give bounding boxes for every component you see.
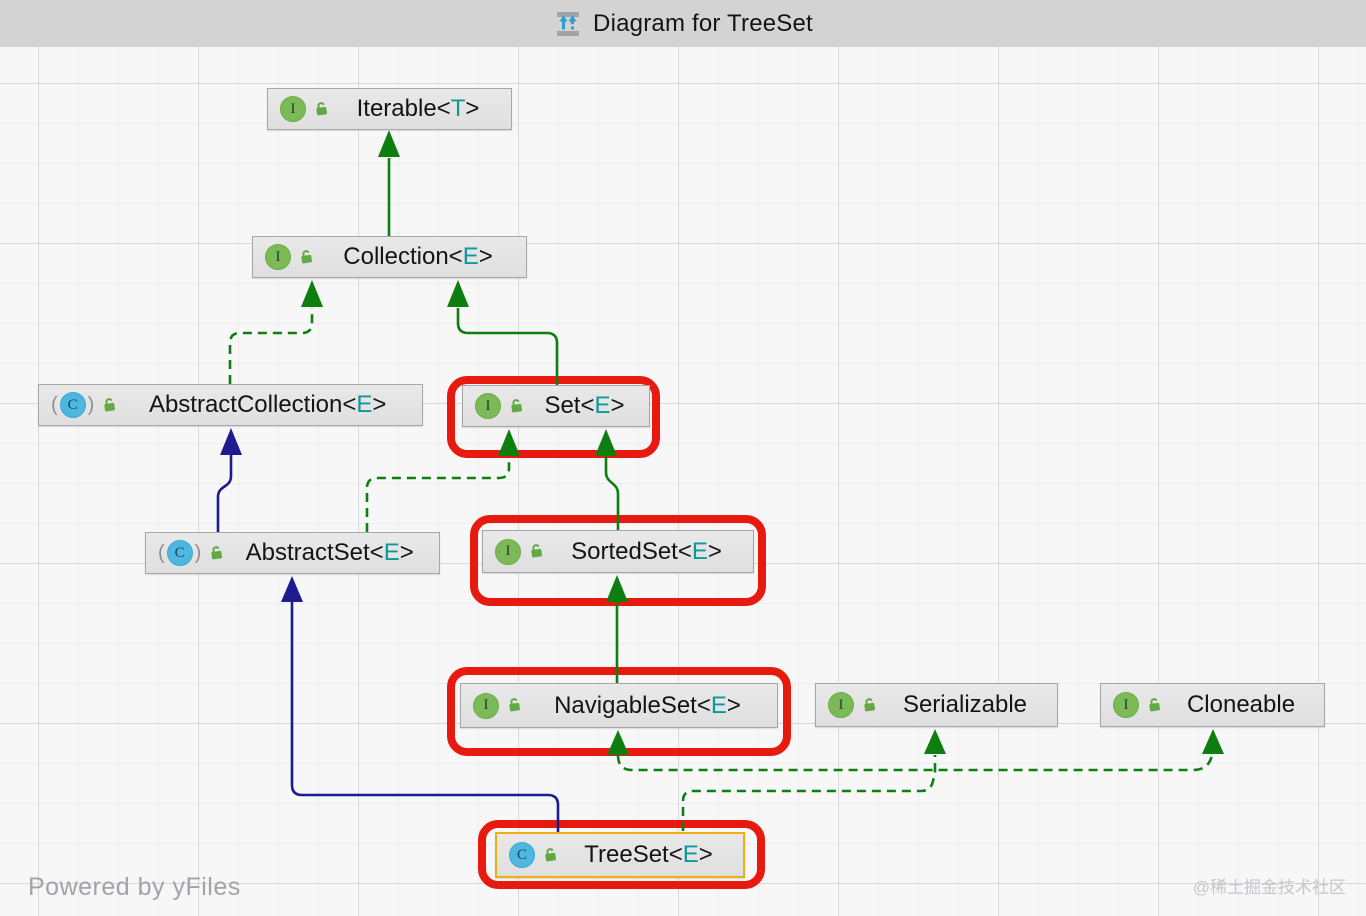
window-title: Diagram for TreeSet bbox=[593, 9, 813, 37]
node-serializable[interactable]: I Serializable bbox=[815, 683, 1058, 727]
abstract-class-icon: ) bbox=[87, 394, 95, 416]
node-label: Serializable bbox=[902, 691, 1028, 718]
node-collection[interactable]: I Collection<E> bbox=[252, 236, 527, 278]
powered-by-yfiles-watermark: Powered by yFiles bbox=[28, 873, 241, 901]
diagram-canvas[interactable] bbox=[0, 47, 1366, 916]
class-icon: C bbox=[59, 392, 86, 418]
node-set[interactable]: I Set<E> bbox=[462, 385, 650, 427]
node-sorted-set[interactable]: I SortedSet<E> bbox=[482, 530, 754, 573]
node-navigable-set[interactable]: I NavigableSet<E> bbox=[460, 683, 778, 728]
node-abstract-collection[interactable]: ( C ) AbstractCollection<E> bbox=[38, 384, 423, 426]
node-label: TreeSet<E> bbox=[584, 841, 713, 868]
title-bar: Diagram for TreeSet bbox=[0, 0, 1366, 48]
community-watermark: @稀土掘金技术社区 bbox=[1192, 878, 1346, 897]
lock-icon bbox=[301, 249, 312, 263]
lock-icon bbox=[864, 697, 875, 711]
lock-icon bbox=[545, 847, 556, 861]
node-label: SortedSet<E> bbox=[571, 537, 722, 565]
lock-icon bbox=[511, 398, 522, 412]
class-icon: C bbox=[166, 540, 193, 566]
interface-icon: I bbox=[828, 692, 854, 718]
class-icon: C bbox=[509, 842, 535, 868]
highlight-ring-treeset bbox=[478, 820, 765, 889]
node-label: Cloneable bbox=[1186, 691, 1296, 718]
node-abstract-set[interactable]: ( C ) AbstractSet<E> bbox=[145, 532, 440, 574]
interface-icon: I bbox=[475, 393, 501, 419]
lock-icon bbox=[211, 545, 223, 559]
interface-icon: I bbox=[495, 538, 521, 565]
interface-icon: I bbox=[473, 692, 499, 719]
diagram-icon bbox=[557, 11, 580, 36]
node-label: AbstractCollection<E> bbox=[148, 391, 387, 418]
node-label: NavigableSet<E> bbox=[554, 691, 741, 719]
node-label: Set<E> bbox=[544, 392, 625, 419]
lock-icon bbox=[1149, 697, 1160, 711]
interface-icon: I bbox=[280, 96, 306, 122]
node-label: AbstractSet<E> bbox=[245, 539, 414, 566]
node-cloneable[interactable]: I Cloneable bbox=[1100, 683, 1325, 727]
lock-icon bbox=[531, 544, 542, 558]
node-treeset[interactable]: C TreeSet<E> bbox=[495, 832, 745, 878]
node-label: Iterable<T> bbox=[356, 95, 480, 122]
lock-icon bbox=[509, 698, 520, 712]
abstract-class-icon: ( bbox=[158, 542, 165, 564]
lock-icon bbox=[104, 397, 116, 411]
abstract-class-icon: ) bbox=[194, 542, 202, 564]
node-iterable[interactable]: I Iterable<T> bbox=[267, 88, 512, 130]
interface-icon: I bbox=[265, 244, 291, 270]
lock-icon bbox=[316, 101, 327, 115]
interface-icon: I bbox=[1113, 692, 1139, 718]
abstract-class-icon: ( bbox=[51, 394, 58, 416]
node-label: Collection<E> bbox=[343, 243, 493, 270]
